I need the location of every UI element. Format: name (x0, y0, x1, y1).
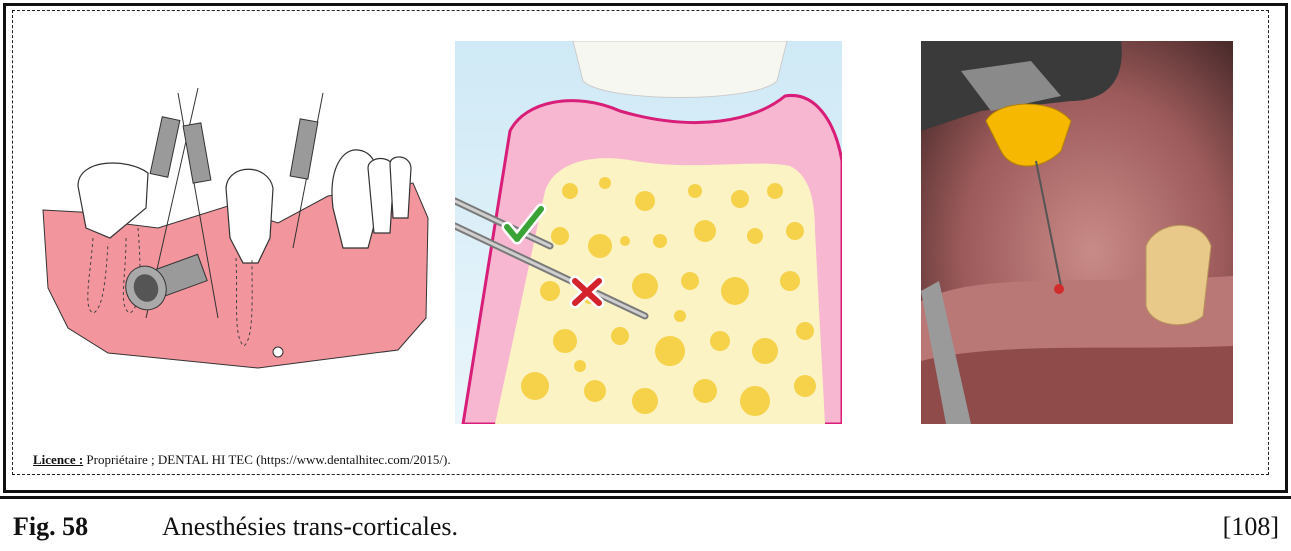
figure-caption: Fig. 58 Anesthésies trans-corticales. [1… (0, 496, 1291, 551)
figure-reference: [108] (1223, 512, 1279, 542)
figure-title: Anesthésies trans-corticales. (162, 512, 458, 542)
bone-cross-section-illustration (455, 41, 842, 424)
licence-label: Licence : (33, 452, 83, 467)
licence-text: Propriétaire ; DENTAL HI TEC (https://ww… (86, 452, 450, 467)
clinical-photo (921, 41, 1233, 424)
figure-number: Fig. 58 (13, 512, 88, 542)
jaw-illustration (38, 88, 430, 374)
licence-note: Licence : Propriétaire ; DENTAL HI TEC (… (33, 452, 451, 468)
